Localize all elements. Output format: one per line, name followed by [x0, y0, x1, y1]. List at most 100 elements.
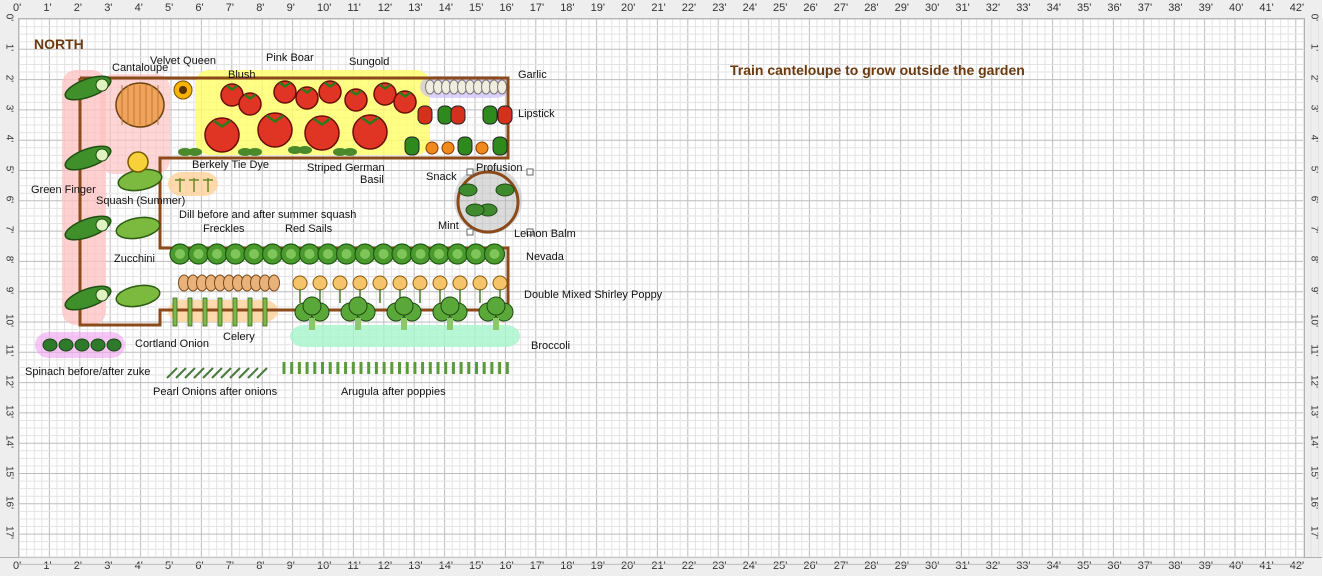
ruler-x-tick: 4': [134, 2, 143, 14]
squash-plant: [115, 284, 161, 308]
tomato-plant: [238, 92, 262, 116]
label-berkely-tie-dye[interactable]: Berkely Tie Dye: [192, 159, 270, 171]
ruler-x-tick: 21': [651, 2, 666, 14]
ruler-x-tick: 12': [377, 560, 393, 572]
broccoli-zone: [290, 325, 520, 347]
ruler-x-tick: 28': [864, 2, 879, 14]
plan-canvas[interactable]: [18, 18, 1320, 565]
broccoli-floret: [348, 296, 368, 316]
tomato-plant: [373, 82, 397, 106]
label-dill[interactable]: Dill before and after summer squash: [179, 209, 357, 221]
label-freckles[interactable]: Freckles: [203, 223, 245, 235]
label-squash-summer[interactable]: Squash (Summer): [96, 195, 186, 207]
broccoli-floret: [440, 296, 460, 316]
ruler-x-tick: 36': [1107, 560, 1122, 572]
label-red-sails[interactable]: Red Sails: [285, 223, 333, 235]
ruler-y-tick: 8': [3, 256, 15, 264]
dill-zone: [168, 172, 218, 196]
label-velvet-queen[interactable]: Velvet Queen: [150, 55, 217, 67]
ruler-y-tick: 14': [3, 435, 15, 449]
label-lemon-balm[interactable]: Lemon Balm: [514, 228, 576, 240]
tomato-stem: [323, 81, 337, 89]
poppy-flower: [412, 275, 428, 291]
marigold-flower: [475, 141, 489, 155]
ruler-x-tick: 40': [1229, 2, 1244, 14]
celery-stalk: [172, 297, 178, 327]
label-garlic[interactable]: Garlic: [518, 69, 547, 81]
pearl-onion: [220, 367, 232, 379]
ruler-x-tick: 37': [1137, 2, 1153, 14]
ruler-x-tick: 16': [499, 2, 514, 14]
selection-handle: [526, 168, 534, 176]
label-cortland-onion[interactable]: Cortland Onion: [135, 338, 209, 350]
lettuce-heart: [434, 249, 444, 259]
label-cantaloupe[interactable]: Cantaloupe: [112, 62, 169, 74]
pearl-onion: [238, 367, 250, 379]
tomato-plant: [344, 88, 368, 112]
pepper-plant: [497, 105, 513, 125]
broccoli-stem: [493, 318, 499, 330]
label-basil[interactable]: Basil: [360, 174, 384, 186]
label-striped-german[interactable]: Striped German: [307, 162, 385, 174]
label-double-mixed-shirley-poppy[interactable]: Double Mixed Shirley Poppy: [524, 289, 663, 301]
ruler-y-tick: 0': [1308, 13, 1320, 22]
ruler-x-tick: 3': [104, 560, 113, 572]
label-green-finger[interactable]: Green Finger: [31, 184, 96, 196]
ruler-x-tick: 41': [1259, 2, 1274, 14]
label-broccoli[interactable]: Broccoli: [531, 340, 571, 352]
ruler-x-tick: 14': [438, 560, 453, 572]
ruler-y-tick: 16': [3, 495, 15, 509]
broccoli-stem: [447, 318, 453, 330]
mint-zone: [454, 166, 522, 234]
broccoli-floret: [302, 296, 322, 316]
plan-artwork: [18, 18, 1320, 565]
lettuce-heart: [304, 249, 315, 259]
ruler-x-tick: 20': [621, 2, 636, 14]
ruler-x-tick: 26': [803, 2, 818, 14]
broccoli-floret: [486, 296, 506, 316]
note-text[interactable]: Train canteloupe to grow outside the gar…: [730, 62, 1025, 78]
label-nevada[interactable]: Nevada: [526, 251, 564, 263]
ruler-y-tick: 7': [1308, 225, 1320, 234]
ruler-bottom: 0'1'2'3'4'5'6'7'8'9'10'11'12'13'14'15'16…: [0, 557, 1322, 576]
ruler-x-tick: 29': [894, 560, 909, 572]
ruler-right: 0'1'2'3'4'5'6'7'8'9'10'11'12'13'14'15'16…: [1304, 14, 1323, 557]
selection-handle: [466, 168, 474, 176]
tomato-stem: [312, 117, 332, 127]
ruler-x-tick: 5': [165, 560, 174, 572]
tomato-stem: [300, 87, 314, 95]
label-lipstick[interactable]: Lipstick: [518, 108, 555, 120]
ruler-x-tick: 34': [1046, 2, 1061, 14]
celery-stalk: [232, 297, 238, 327]
ruler-y-tick: 4': [3, 134, 15, 143]
label-pearl-onions[interactable]: Pearl Onions after onions: [153, 386, 278, 398]
ruler-x-tick: 9': [286, 560, 295, 572]
label-pink-boar[interactable]: Pink Boar: [266, 52, 314, 64]
ruler-left: 0'1'2'3'4'5'6'7'8'9'10'11'12'13'14'15'16…: [0, 14, 19, 557]
dill-plant: [203, 178, 213, 192]
ruler-y-tick: 8': [1308, 256, 1320, 264]
label-profusion[interactable]: Profusion: [476, 162, 523, 174]
label-arugula[interactable]: Arugula after poppies: [341, 386, 446, 398]
ruler-x-tick: 20': [621, 560, 636, 572]
ruler-x-tick: 32': [985, 2, 1001, 14]
label-celery[interactable]: Celery: [223, 331, 255, 343]
ruler-x-tick: 11': [347, 560, 361, 572]
ruler-x-tick: 2': [73, 560, 83, 572]
label-zucchini[interactable]: Zucchini: [114, 253, 155, 265]
label-sungold[interactable]: Sungold: [349, 56, 390, 68]
ruler-x-tick: 42': [1289, 2, 1305, 14]
label-snack[interactable]: Snack: [426, 171, 457, 183]
cucumber-slice: [95, 218, 109, 232]
basil-leaf: [178, 148, 192, 156]
spinach-plant: [74, 338, 90, 352]
tomato-stem: [212, 119, 232, 129]
label-blush[interactable]: Blush: [228, 69, 256, 81]
ruler-x-tick: 8': [256, 2, 265, 14]
ruler-x-tick: 22': [681, 560, 697, 572]
ruler-x-tick: 39': [1198, 2, 1213, 14]
label-mint[interactable]: Mint: [438, 220, 459, 232]
ruler-x-tick: 38': [1168, 2, 1183, 14]
label-spinach[interactable]: Spinach before/after zuke: [25, 366, 151, 378]
